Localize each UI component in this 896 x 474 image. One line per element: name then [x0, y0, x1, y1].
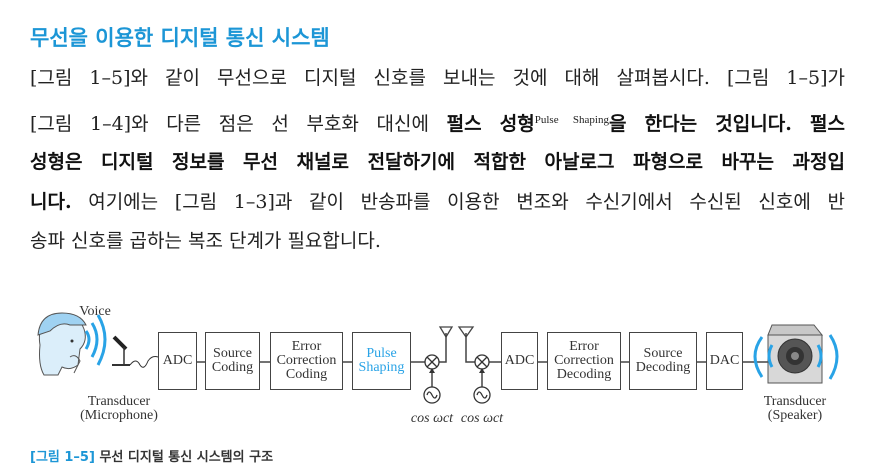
figure-caption: [그림 1–5] 무선 디지털 통신 시스템의 구조	[30, 446, 273, 465]
bold-text: 니다.	[30, 191, 72, 213]
label-line: (Microphone)	[80, 408, 158, 423]
oscillator-icon	[423, 386, 491, 404]
paragraph-line: 니다. 여기에는 [그림 1–3]과 같이 반송파를 이용한 변조와 수신기에서…	[30, 191, 845, 213]
antenna-icon	[438, 326, 475, 339]
paragraph-line: [그림 1–5]와 같이 무선으로 디지털 신호를 보내는 것에 대해 살펴봅시…	[30, 67, 845, 89]
block-label: Decoding	[635, 360, 691, 375]
sound-waves-icon	[84, 314, 107, 366]
microphone-icon	[112, 335, 159, 368]
bold-text: 성형은 디지털 정보를 무선 채널로 전달하기에 적합한 아날로그 파형으로 바…	[30, 151, 845, 173]
diagram-graphics	[37, 312, 839, 404]
label-line: (Speaker)	[767, 408, 823, 423]
block-label: Error	[291, 339, 322, 354]
block-label: Error	[569, 339, 599, 354]
figure-number: [그림 1–5]	[30, 450, 95, 465]
block-label: Coding	[211, 360, 254, 375]
paragraph-line: [그림 1–4]와 다른 점은 선 부호화 대신에 펄스 성형Pulse Sha…	[30, 109, 845, 135]
system-diagram: Voice Transducer (Microphone) Transducer…	[0, 295, 896, 474]
person-icon	[37, 312, 87, 376]
arrow-icon	[429, 368, 485, 373]
label-line: Transducer	[763, 394, 827, 409]
bold-text: 을 한다는 것입니다. 펄스	[608, 113, 845, 135]
block-label: Source	[213, 346, 252, 361]
block-label: Source	[643, 346, 683, 361]
tx-transducer-label: Transducer (Microphone)	[64, 395, 174, 423]
rx-transducer-label: Transducer (Speaker)	[740, 395, 850, 423]
speaker-waves-icon	[753, 334, 839, 380]
block-label: Shaping	[358, 360, 405, 375]
speaker-icon	[767, 324, 824, 384]
block-label: Decoding	[556, 367, 612, 382]
error-correction-coding-block: Error Correction Coding	[270, 332, 343, 390]
paragraph-line: 송파 신호를 곱하는 복조 단계가 필요합니다.	[30, 230, 381, 252]
block-label: Correction	[554, 353, 614, 368]
paragraph-line: 성형은 디지털 정보를 무선 채널로 전달하기에 적합한 아날로그 파형으로 바…	[30, 151, 845, 173]
pulse-shaping-block: Pulse Shaping	[352, 332, 411, 390]
caption-text: 무선 디지털 통신 시스템의 구조	[94, 450, 274, 465]
text: 여기에는 [그림 1–3]과 같이 반송파를 이용한 변조와 수신기에서 수신된…	[71, 191, 845, 213]
section-title: 무선을 이용한 디지털 통신 시스템	[30, 26, 330, 50]
oscillator-label: cos ωct	[460, 411, 504, 426]
source-coding-block: Source Coding	[205, 332, 260, 390]
block-label: Correction	[276, 353, 337, 368]
mixer-icon	[424, 354, 490, 370]
block-label: Coding	[285, 367, 328, 382]
label-line: Transducer	[87, 394, 151, 409]
oscillator-label: cos ωct	[410, 411, 454, 426]
voice-label: Voice	[79, 304, 111, 319]
dac-block: DAC	[706, 332, 743, 390]
block-label: Pulse	[366, 346, 397, 361]
source-decoding-block: Source Decoding	[629, 332, 697, 390]
text: [그림 1–4]와 다른 점은 선 부호화 대신에	[30, 113, 447, 135]
adc-block: ADC	[158, 332, 197, 390]
term-superscript: Pulse Shaping	[534, 114, 609, 126]
bold-term: 펄스 성형	[446, 113, 535, 135]
error-correction-decoding-block: Error Correction Decoding	[547, 332, 621, 390]
adc-block-receiver: ADC	[501, 332, 538, 390]
